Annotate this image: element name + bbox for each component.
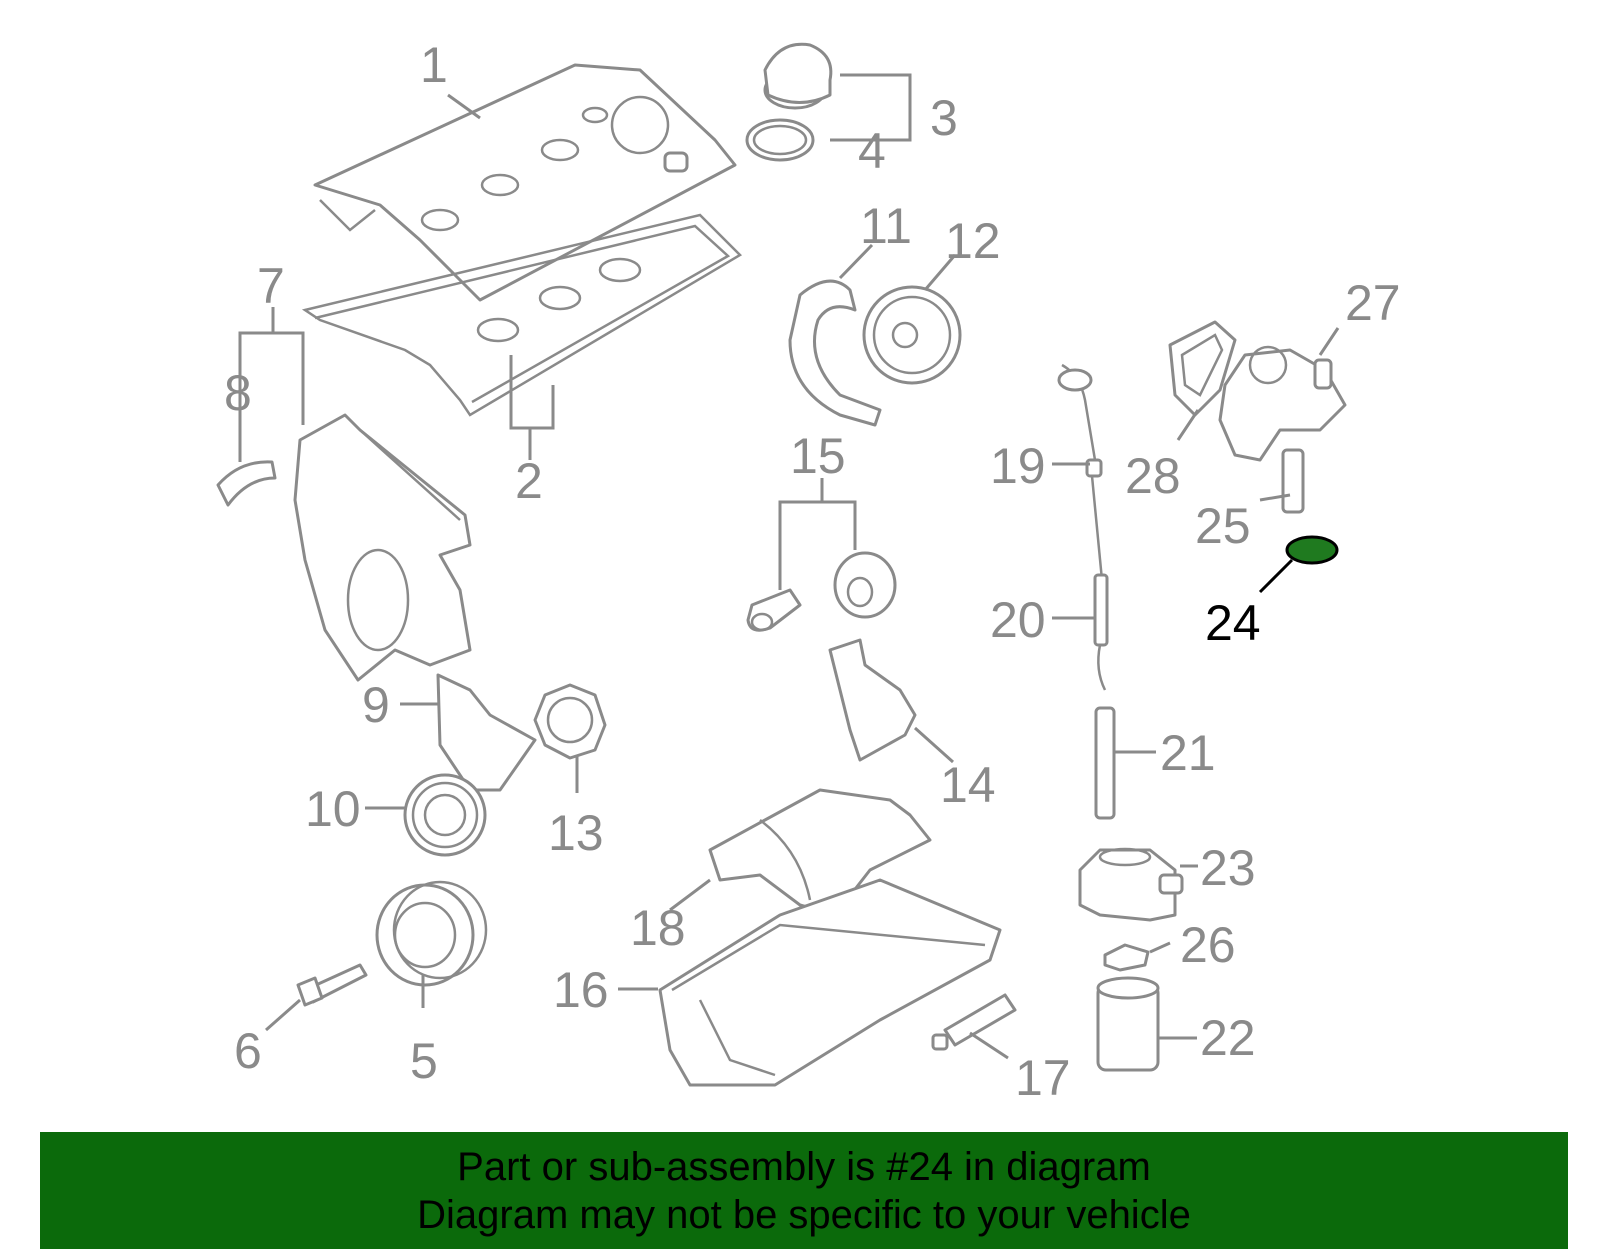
part-28-gasket[interactable]	[1168, 320, 1237, 417]
callout-19: 19	[990, 438, 1046, 494]
part-6-bolt[interactable]	[296, 963, 368, 1007]
banner-line-2: Diagram may not be specific to your vehi…	[417, 1192, 1191, 1237]
part-19-dipstick[interactable]	[1057, 363, 1104, 581]
callout-5: 5	[410, 1033, 438, 1089]
callout-13: 13	[548, 805, 604, 861]
callout-28: 28	[1125, 448, 1181, 504]
part-23-oil-filter-housing[interactable]	[1078, 847, 1184, 922]
callout-labels: 1 2 3 4 5 6 7 8 9 10 11 12 13 14 15 16 1…	[224, 37, 1401, 1106]
part-5-crankshaft-pulley[interactable]	[375, 880, 488, 987]
part-7-timing-belt-cover[interactable]	[293, 413, 472, 682]
callout-8: 8	[224, 365, 252, 421]
callout-2: 2	[515, 453, 543, 509]
part-27-oil-pump[interactable]	[1218, 345, 1347, 462]
part-17-sealant-tube[interactable]	[931, 993, 1017, 1051]
part-21-guide-tube[interactable]	[1094, 706, 1116, 820]
part-8-cover-clip[interactable]	[216, 460, 277, 507]
callout-3: 3	[930, 90, 958, 146]
callout-10: 10	[305, 781, 361, 837]
callout-21: 21	[1160, 725, 1216, 781]
part-18-oil-baffle[interactable]	[708, 788, 932, 917]
callout-24: 24	[1205, 595, 1261, 651]
callout-17: 17	[1015, 1050, 1071, 1106]
part-22-oil-filter[interactable]	[1096, 976, 1160, 1072]
callout-20: 20	[990, 592, 1046, 648]
part-15-tensioner[interactable]	[746, 551, 897, 632]
part-24-o-ring[interactable]	[1285, 535, 1339, 565]
callout-12: 12	[945, 213, 1001, 269]
part-26-seal[interactable]	[1103, 943, 1150, 972]
part-3-oil-filler-cap[interactable]	[763, 42, 833, 110]
callout-1: 1	[420, 37, 448, 93]
part-4-filler-cap-seal[interactable]	[745, 118, 815, 162]
part-11-timing-belt[interactable]	[788, 279, 882, 427]
part-14-bracket[interactable]	[828, 638, 917, 762]
part-10-crank-sprocket[interactable]	[403, 773, 487, 857]
banner-line-1: Part or sub-assembly is #24 in diagram	[457, 1144, 1151, 1189]
leader-lines	[238, 73, 1340, 1060]
callout-6: 6	[234, 1023, 262, 1079]
part-9-rear-timing-cover[interactable]	[436, 673, 537, 792]
callout-7: 7	[257, 258, 285, 314]
callout-25: 25	[1195, 498, 1251, 554]
callout-9: 9	[362, 677, 390, 733]
part-16-oil-pan[interactable]	[658, 878, 1002, 1087]
callout-14: 14	[940, 757, 996, 813]
callout-4: 4	[858, 123, 886, 179]
callout-15: 15	[790, 428, 846, 484]
callout-11: 11	[860, 198, 912, 254]
part-1-valve-cover[interactable]	[313, 63, 737, 302]
callout-26: 26	[1180, 917, 1236, 973]
part-2-valve-cover-gasket[interactable]	[301, 213, 743, 417]
callout-16: 16	[553, 962, 609, 1018]
info-banner: Part or sub-assembly is #24 in diagram D…	[40, 1132, 1568, 1249]
callout-27: 27	[1345, 275, 1401, 331]
part-20-dipstick-tube[interactable]	[1093, 573, 1109, 691]
callout-23: 23	[1200, 840, 1256, 896]
callout-18: 18	[630, 900, 686, 956]
part-25-stud[interactable]	[1281, 448, 1305, 514]
part-12-cam-sprocket[interactable]	[862, 285, 962, 385]
part-13-crank-gear[interactable]	[533, 683, 607, 760]
callout-22: 22	[1200, 1010, 1256, 1066]
